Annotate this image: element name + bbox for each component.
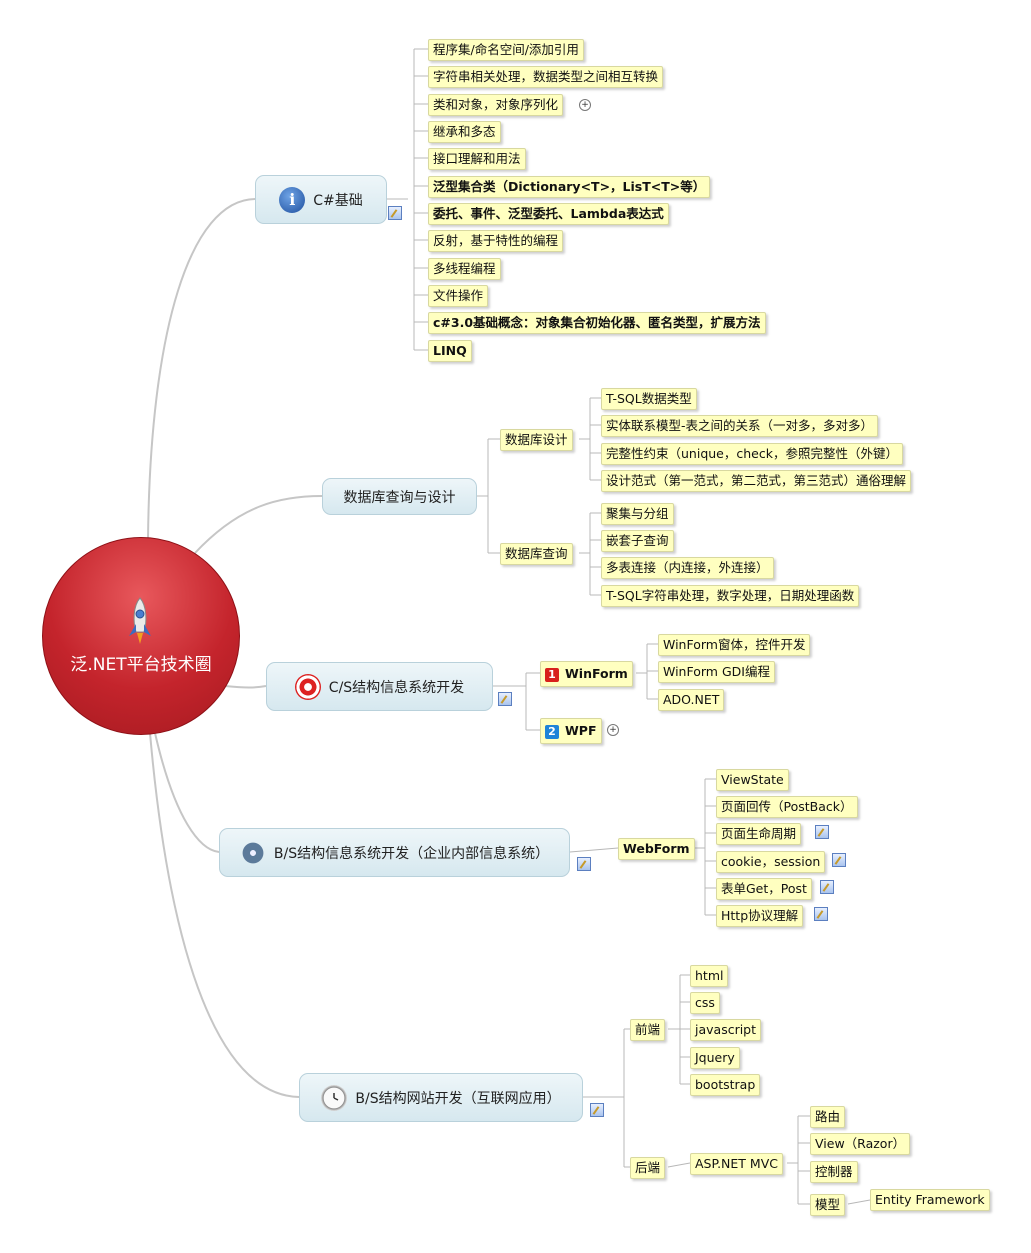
number-badge: 2 (545, 724, 559, 739)
csharp-item[interactable]: c#3.0基础概念：对象集合初始化器、匿名类型，扩展方法 (428, 312, 766, 334)
webform-item[interactable]: 页面回传（PostBack） (716, 796, 858, 818)
plus-icon[interactable]: + (607, 724, 619, 736)
mvc-item[interactable]: 控制器 (810, 1161, 858, 1183)
db-query-node[interactable]: 数据库查询 (500, 543, 573, 565)
csharp-item[interactable]: 泛型集合类（Dictionary<T>，LisT<T>等） (428, 176, 711, 198)
csharp-item[interactable]: 字符串相关处理，数据类型之间相互转换 (428, 66, 664, 88)
rocket-icon (129, 597, 151, 644)
frontend-item[interactable]: Jquery (690, 1047, 740, 1069)
note-icon[interactable] (814, 907, 828, 921)
csharp-item[interactable]: 类和对象，对象序列化 (428, 94, 564, 116)
csharp-item[interactable]: LINQ (428, 340, 472, 362)
db-design-node[interactable]: 数据库设计 (500, 429, 573, 451)
note-icon[interactable] (832, 853, 846, 867)
target-icon (294, 673, 321, 700)
db-design-item[interactable]: 实体联系模型-表之间的关系（一对多，多对多） (601, 415, 879, 437)
central-topic[interactable]: 泛.NET平台技术圈 (42, 537, 240, 735)
csharp-item[interactable]: 程序集/命名空间/添加引用 (428, 39, 584, 61)
csharp-item[interactable]: 多线程编程 (428, 258, 501, 280)
clock-icon (321, 1084, 348, 1111)
webform-item[interactable]: 页面生命周期 (716, 823, 802, 845)
db-query-item[interactable]: 多表连接（内连接，外连接） (601, 557, 774, 579)
branch-label: 数据库查询与设计 (343, 489, 456, 506)
branch-label: C#基础 (313, 192, 363, 209)
webform-item[interactable]: cookie，session (716, 851, 826, 873)
branch-label: B/S结构信息系统开发（企业内部信息系统） (273, 845, 550, 862)
db-query-item[interactable]: 聚集与分组 (601, 503, 674, 525)
db-query-item[interactable]: 嵌套子查询 (601, 530, 674, 552)
db-design-item[interactable]: T-SQL数据类型 (601, 388, 697, 410)
clock-hands (333, 1092, 339, 1101)
branch-csharp[interactable]: i C#基础 (255, 175, 387, 224)
csharp-item[interactable]: 文件操作 (428, 285, 489, 307)
db-query-item[interactable]: T-SQL字符串处理，数字处理，日期处理函数 (601, 585, 860, 607)
gears-icon (239, 839, 266, 866)
frontend-item[interactable]: javascript (690, 1019, 762, 1041)
info-icon: i (279, 186, 306, 213)
entity-framework-node[interactable]: Entity Framework (870, 1189, 990, 1211)
csharp-item[interactable]: 继承和多态 (428, 121, 501, 143)
backend-node[interactable]: 后端 (630, 1157, 666, 1179)
number-badge: 1 (545, 667, 559, 682)
frontend-node[interactable]: 前端 (630, 1019, 666, 1041)
frontend-item[interactable]: html (690, 965, 729, 987)
mvc-item[interactable]: 路由 (810, 1106, 846, 1128)
csharp-item[interactable]: 反射，基于特性的编程 (428, 230, 564, 252)
note-icon[interactable] (388, 206, 402, 220)
frontend-item[interactable]: css (690, 992, 720, 1014)
plus-icon[interactable]: + (579, 99, 591, 111)
mvc-item[interactable]: View（Razor） (810, 1133, 911, 1155)
mvc-item[interactable]: 模型 (810, 1194, 846, 1216)
winform-label: WinForm (565, 666, 628, 681)
webform-item[interactable]: ViewState (716, 769, 789, 791)
branch-database[interactable]: 数据库查询与设计 (322, 478, 477, 515)
wpf-label: WPF (565, 723, 597, 738)
branch-cs-system[interactable]: C/S结构信息系统开发 (266, 662, 493, 711)
winform-item[interactable]: WinForm窗体，控件开发 (658, 634, 811, 656)
wpf-node[interactable]: 2 WPF (540, 718, 602, 744)
note-icon[interactable] (498, 692, 512, 706)
webform-item[interactable]: 表单Get，Post (716, 878, 812, 900)
db-design-item[interactable]: 完整性约束（unique，check，参照完整性（外键） (601, 443, 903, 465)
branch-label: B/S结构网站开发（互联网应用） (355, 1090, 561, 1107)
note-icon[interactable] (820, 880, 834, 894)
csharp-item[interactable]: 接口理解和用法 (428, 148, 526, 170)
webform-node[interactable]: WebForm (618, 838, 695, 860)
winform-item[interactable]: ADO.NET (658, 689, 725, 711)
central-topic-title: 泛.NET平台技术圈 (70, 655, 212, 675)
mvc-node[interactable]: ASP.NET MVC (690, 1153, 783, 1175)
webform-item[interactable]: Http协议理解 (716, 905, 804, 927)
branch-label: C/S结构信息系统开发 (328, 679, 465, 696)
note-icon[interactable] (590, 1103, 604, 1117)
csharp-item[interactable]: 委托、事件、泛型委托、Lambda表达式 (428, 203, 669, 225)
winform-node[interactable]: 1 WinForm (540, 661, 633, 687)
note-icon[interactable] (577, 857, 591, 871)
branch-website[interactable]: B/S结构网站开发（互联网应用） (299, 1073, 583, 1122)
branch-bs-system[interactable]: B/S结构信息系统开发（企业内部信息系统） (219, 828, 570, 877)
winform-item[interactable]: WinForm GDI编程 (658, 661, 775, 683)
frontend-item[interactable]: bootstrap (690, 1074, 761, 1096)
db-design-item[interactable]: 设计范式（第一范式，第二范式，第三范式）通俗理解 (601, 470, 912, 492)
note-icon[interactable] (815, 825, 829, 839)
